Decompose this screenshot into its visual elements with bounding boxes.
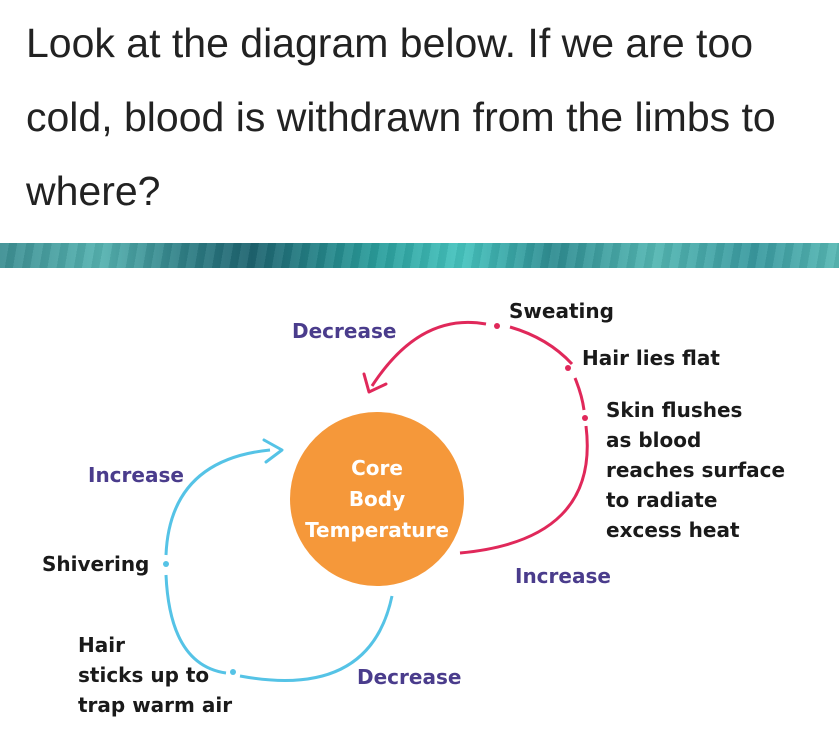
hot-dot-skin xyxy=(582,415,588,421)
hot-loop-top-arc xyxy=(370,320,487,387)
hot-response-sweating: Sweating xyxy=(509,299,614,323)
cold-loop-top-arc xyxy=(164,448,271,556)
hot-response-hair-flat: Hair lies flat xyxy=(582,346,720,370)
hot-arrowhead xyxy=(362,372,388,394)
hot-loop-right-arc-2 xyxy=(573,377,586,411)
cold-arrowhead xyxy=(262,438,284,464)
hot-loop-bottom-arc xyxy=(459,425,589,555)
cold-increase-label: Increase xyxy=(88,463,184,487)
core-label: Core Body Temperature xyxy=(305,455,449,542)
cold-decrease-label: Decrease xyxy=(357,665,462,689)
cold-dot-hair xyxy=(230,669,236,675)
hot-response-skin-flush: Skin flushes as blood reaches surface to… xyxy=(606,398,786,542)
hot-dot-hair xyxy=(565,365,571,371)
cold-loop-left-arc xyxy=(164,574,227,675)
cold-loop-bottom-arc xyxy=(239,595,394,682)
hot-loop-right-arc xyxy=(509,325,574,366)
cold-response-hair-up: Hair sticks up to trap warm air xyxy=(78,633,233,717)
cold-dot-shivering xyxy=(163,561,169,567)
hot-dot-sweating xyxy=(494,323,500,329)
cold-response-shivering: Shivering xyxy=(42,552,150,576)
hot-decrease-label: Decrease xyxy=(292,319,397,343)
hot-increase-label: Increase xyxy=(515,564,611,588)
decorative-banner xyxy=(0,243,839,268)
question-text: Look at the diagram below. If we are too… xyxy=(26,20,776,214)
core-body-temperature-circle: Core Body Temperature xyxy=(290,412,464,586)
